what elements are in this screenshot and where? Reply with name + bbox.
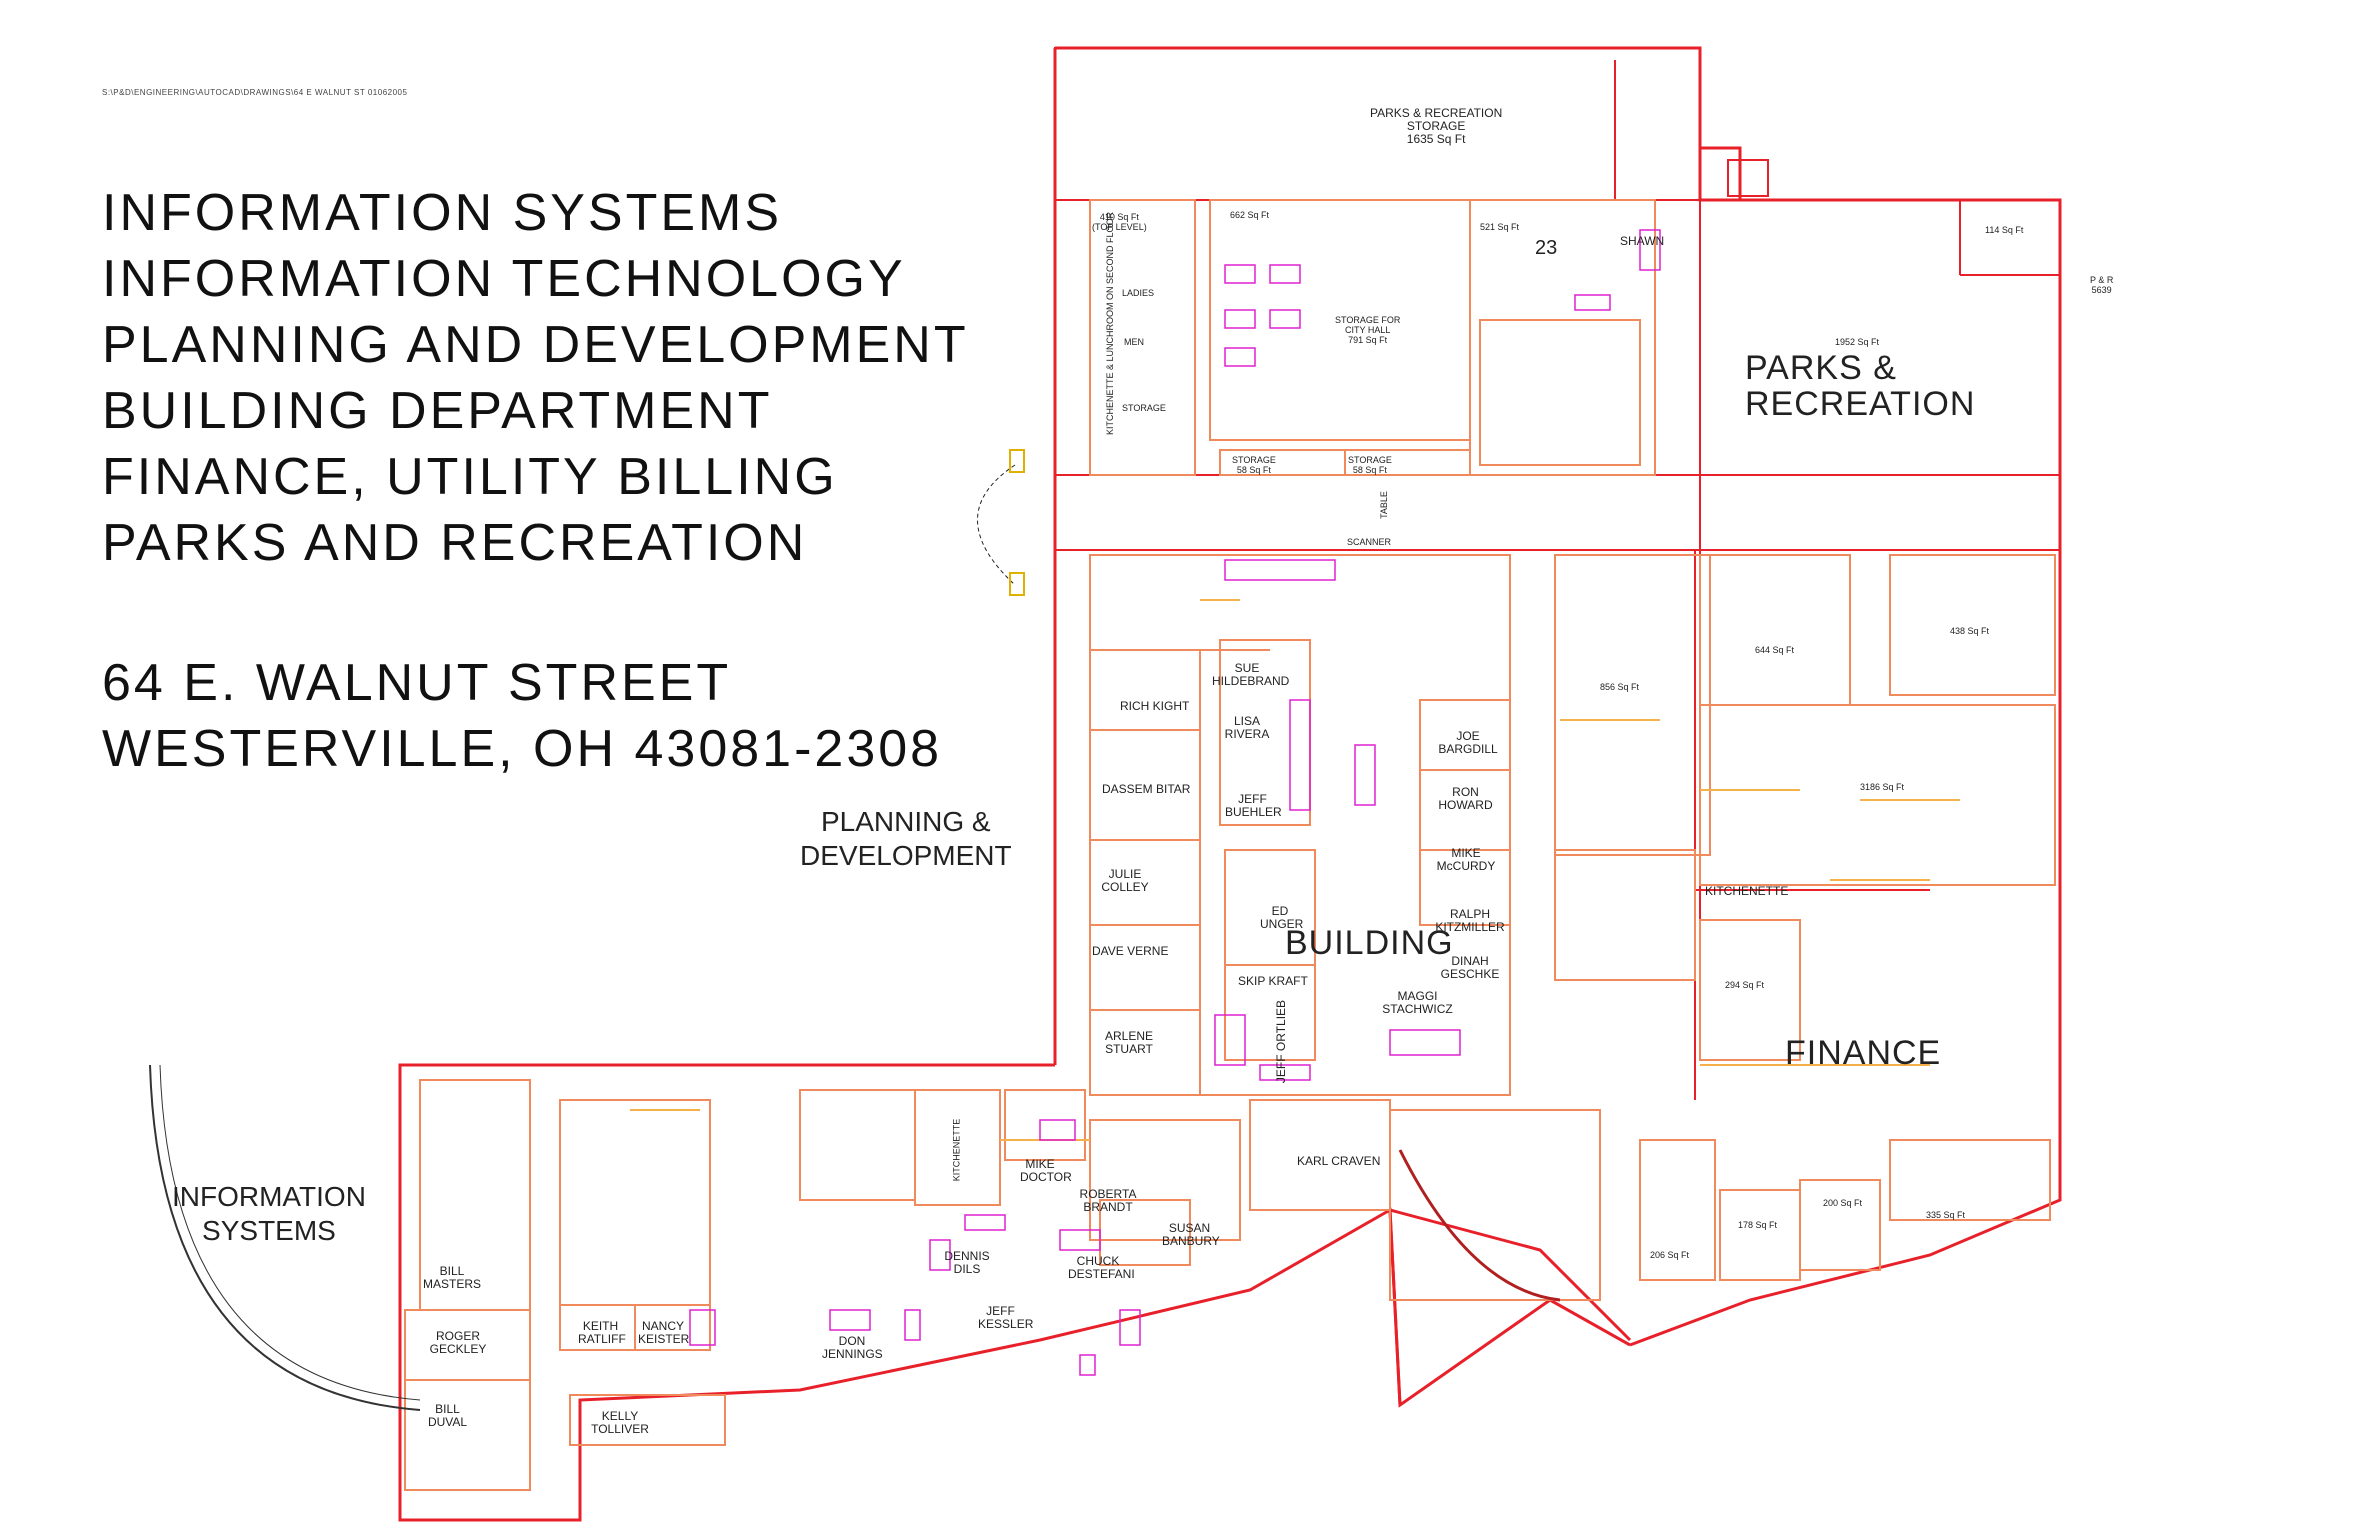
building-label: BUILDING <box>1285 924 1454 962</box>
interior-walls <box>404 199 2056 1491</box>
room-521-label: 521 Sq Ft <box>1480 222 1520 232</box>
storage-58a-label: STORAGE 58 Sq Ft <box>1232 455 1276 475</box>
room-3186-label: 3186 Sq Ft <box>1860 782 1905 792</box>
is-arc-inner <box>159 1064 421 1401</box>
storage-58b-label: STORAGE 58 Sq Ft <box>1348 455 1392 475</box>
person-label: MAGGI STACHWICZ <box>1382 989 1453 1016</box>
kitchenette-finance-label: KITCHENETTE <box>1705 884 1789 898</box>
person-label: KELLY TOLLIVER <box>591 1409 649 1436</box>
heading-line: INFORMATION SYSTEMS <box>102 184 783 242</box>
kitchenette-is-label: KITCHENETTE <box>951 1118 962 1182</box>
scanner-label: SCANNER <box>1347 537 1392 547</box>
person-label: RON HOWARD <box>1438 785 1493 812</box>
storage-city-hall-label: STORAGE FOR CITY HALL 791 Sq Ft <box>1335 315 1401 345</box>
room-438-label: 438 Sq Ft <box>1950 626 1990 636</box>
heading-line: PLANNING AND DEVELOPMENT <box>102 316 969 374</box>
person-label: ED UNGER <box>1260 904 1304 931</box>
person-label: DAVE VERNE <box>1092 944 1169 958</box>
person-label: JEFF KESSLER <box>978 1304 1034 1331</box>
person-label: KEITH RATLIFF <box>578 1319 626 1346</box>
room-23-label: 23 <box>1535 237 1558 259</box>
address-line: 64 E. WALNUT STREET <box>102 654 732 712</box>
person-label: KARL CRAVEN <box>1297 1154 1381 1168</box>
is-arc <box>149 1064 421 1411</box>
person-label: BILL MASTERS <box>422 1264 481 1291</box>
person-label: DON JENNINGS <box>822 1334 883 1361</box>
partitions <box>630 599 1960 1141</box>
shawn-label: SHAWN <box>1620 234 1665 248</box>
person-label: SUE HILDEBRAND <box>1212 661 1290 688</box>
room-178-label: 178 Sq Ft <box>1738 1220 1778 1230</box>
person-label: JULIE COLLEY <box>1101 867 1149 894</box>
room-410-label: 410 Sq Ft (TOP LEVEL) <box>1092 212 1147 232</box>
heading-line: BUILDING DEPARTMENT <box>102 382 773 440</box>
person-label: RICH KIGHT <box>1120 699 1190 713</box>
finance-label: FINANCE <box>1785 1034 1942 1072</box>
file-path: S:\P&D\ENGINEERING\AUTOCAD\DRAWINGS\64 E… <box>102 88 408 97</box>
person-label: JEFF BUEHLER <box>1225 792 1282 819</box>
room-114-label: 114 Sq Ft <box>1985 225 2024 235</box>
parks-recreation-label: PARKS & RECREATION <box>1745 349 1976 423</box>
conference-curve <box>1398 1149 1561 1302</box>
room-206-label: 206 Sq Ft <box>1650 1250 1690 1260</box>
person-label: SKIP KRAFT <box>1238 974 1308 988</box>
person-label: MIKE McCURDY <box>1436 846 1496 873</box>
room-856-label: 856 Sq Ft <box>1600 682 1640 692</box>
address-line: WESTERVILLE, OH 43081-2308 <box>102 720 943 778</box>
gold-markers <box>1009 449 1025 596</box>
person-label: DASSEM BITAR <box>1102 782 1191 796</box>
person-label: SUSAN BANBURY <box>1162 1221 1220 1248</box>
person-label: MIKE DOCTOR <box>1020 1157 1072 1184</box>
heading-line: PARKS AND RECREATION <box>102 514 808 572</box>
parks-storage-label: PARKS & RECREATION STORAGE 1635 Sq Ft <box>1370 106 1503 146</box>
room-1952-label: 1952 Sq Ft <box>1835 337 1880 347</box>
room-644-label: 644 Sq Ft <box>1755 645 1795 655</box>
storage-walls <box>1054 47 2060 1100</box>
exterior-walls <box>398 46 2062 1522</box>
ladies-label: LADIES <box>1122 288 1155 298</box>
person-label: DENNIS DILS <box>944 1249 990 1276</box>
person-label: ROGER GECKLEY <box>429 1329 487 1356</box>
kitchenette-lunchroom-label: KITCHENETTE & LUNCHROOM ON SECOND FLOOR <box>1105 211 1115 435</box>
heading-line: FINANCE, UTILITY BILLING <box>102 448 838 506</box>
address-block: 64 E. WALNUT STREET WESTERVILLE, OH 4308… <box>102 650 942 782</box>
room-200-label: 200 Sq Ft <box>1823 1198 1863 1208</box>
person-label: RALPH KITZMILLER <box>1435 907 1505 934</box>
person-label: NANCY KEISTER <box>638 1319 690 1346</box>
room-662-label: 662 Sq Ft <box>1230 210 1270 220</box>
person-label: LISA RIVERA <box>1224 714 1270 741</box>
planning-development-label: PLANNING & DEVELOPMENT <box>800 806 1012 871</box>
storage-label: STORAGE <box>1122 403 1166 413</box>
person-label: JEFF ORTLIEB <box>1274 999 1289 1084</box>
person-label: BILL DUVAL <box>427 1402 468 1429</box>
table-label: TABLE <box>1378 491 1389 519</box>
person-label: ROBERTA BRANDT <box>1079 1187 1137 1214</box>
pr-5639-label: P & R 5639 <box>2090 275 2114 295</box>
heading-line: INFORMATION TECHNOLOGY <box>102 250 906 308</box>
entrance-arc <box>977 464 1016 586</box>
furniture <box>689 229 1661 1376</box>
person-label: ARLENE STUART <box>1104 1029 1154 1056</box>
person-label: JOE BARGDILL <box>1438 729 1498 756</box>
person-label: CHUCK DESTEFANI <box>1068 1254 1135 1281</box>
department-list: INFORMATION SYSTEMS INFORMATION TECHNOLO… <box>102 180 969 576</box>
room-335-label: 335 Sq Ft <box>1926 1210 1966 1220</box>
person-label: DINAH GESCHKE <box>1440 954 1500 981</box>
men-label: MEN <box>1124 337 1144 347</box>
information-systems-label: INFORMATION SYSTEMS <box>172 1181 366 1246</box>
room-294-label: 294 Sq Ft <box>1725 980 1765 990</box>
